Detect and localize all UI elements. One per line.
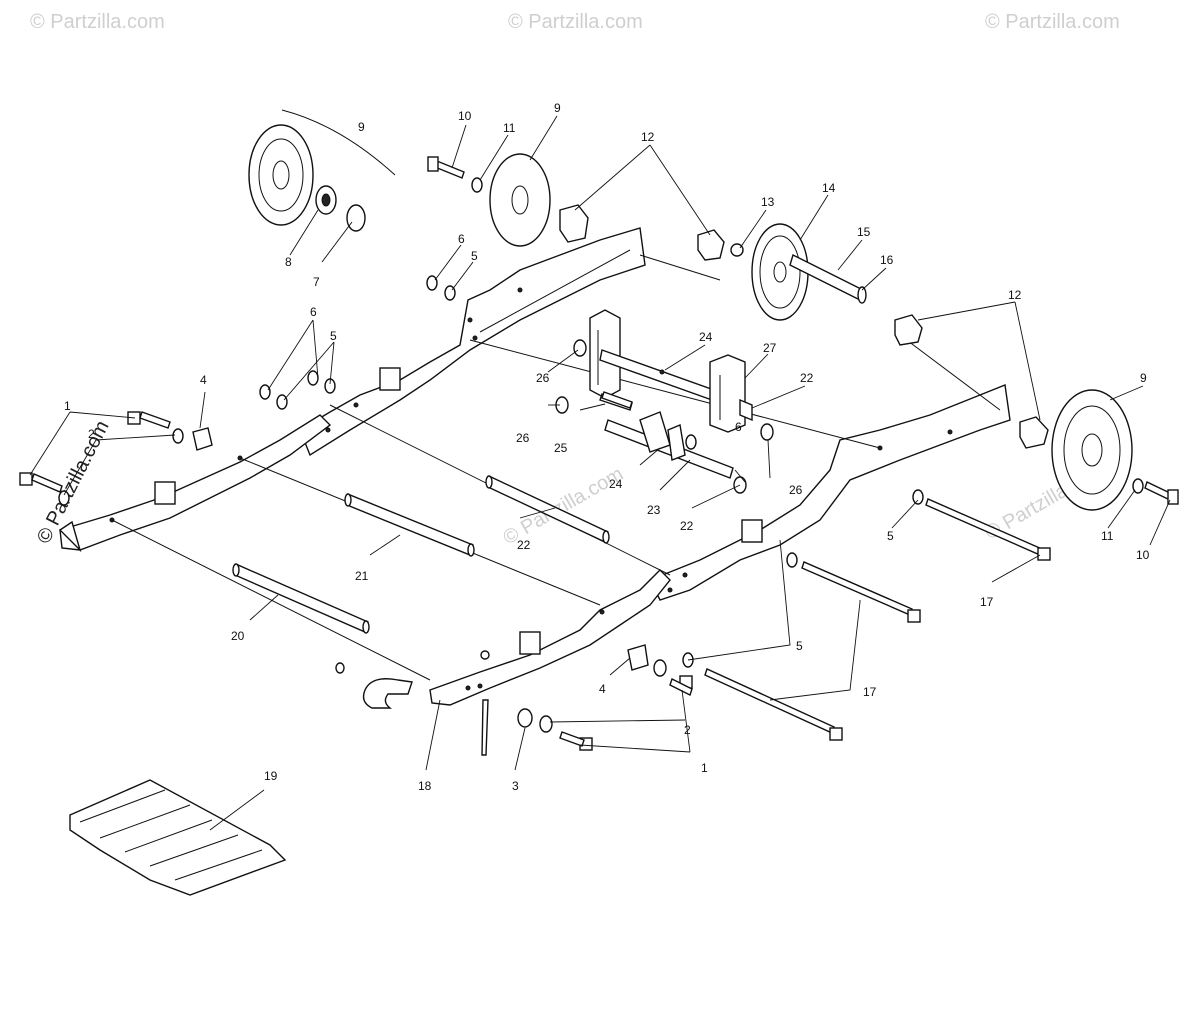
callout-3: 3 <box>512 779 519 793</box>
rail-tip-18 <box>362 650 490 756</box>
idler-wheel-top-left <box>248 109 396 232</box>
watermark-top-center: © Partzilla.com <box>508 11 643 33</box>
callout-24: 24 <box>699 330 713 344</box>
callout-20: 20 <box>231 629 245 643</box>
callout-9: 9 <box>554 101 561 115</box>
callout-22: 22 <box>680 519 694 533</box>
leader-lines <box>29 115 1171 831</box>
shaft-21 <box>344 493 475 557</box>
callout-11: 11 <box>1101 529 1114 543</box>
callout-26: 26 <box>789 483 803 497</box>
bushing-12 <box>559 204 1049 449</box>
callout-2: 2 <box>88 427 95 441</box>
callout-22: 22 <box>800 371 814 385</box>
rail-clip <box>379 367 401 391</box>
callout-5: 5 <box>887 529 894 543</box>
callout-14: 14 <box>822 181 836 195</box>
callout-1: 1 <box>64 399 71 413</box>
rear-rail-upper <box>299 227 646 457</box>
callout-17: 17 <box>863 685 877 699</box>
rail-clip <box>519 631 541 655</box>
callout-4: 4 <box>200 373 207 387</box>
shaft-22 <box>485 475 610 544</box>
callout-18: 18 <box>418 779 432 793</box>
rear-axle <box>751 223 867 321</box>
callout-10: 10 <box>1136 548 1150 562</box>
callout-16: 16 <box>880 253 894 267</box>
idler-wheel-right <box>1051 389 1179 511</box>
callout-19: 19 <box>264 769 278 783</box>
callout-6: 6 <box>310 305 317 319</box>
callout-labels: 1 1 2 2 3 4 4 5 5 5 5 6 6 6 7 8 9 9 9 10… <box>64 101 1150 793</box>
track-19 <box>69 779 287 896</box>
watermark-top-right: © Partzilla.com <box>985 11 1120 33</box>
callout-8: 8 <box>285 255 292 269</box>
callout-12: 12 <box>1008 288 1022 302</box>
idler-wheel-top-center <box>427 153 551 247</box>
callout-5: 5 <box>471 249 478 263</box>
callout-21: 21 <box>355 569 369 583</box>
callout-22: 22 <box>517 538 531 552</box>
callout-9: 9 <box>1140 371 1147 385</box>
front-hardware <box>19 275 924 751</box>
callout-4: 4 <box>599 682 606 696</box>
callout-12: 12 <box>641 130 655 144</box>
callout-1: 1 <box>701 761 708 775</box>
front-slide-rail-right <box>429 569 671 706</box>
callout-17: 17 <box>980 595 994 609</box>
callout-7: 7 <box>313 275 320 289</box>
callout-6: 6 <box>458 232 465 246</box>
watermark-top-left: © Partzilla.com <box>30 11 165 33</box>
callout-13: 13 <box>761 195 775 209</box>
callout-23: 23 <box>647 503 661 517</box>
callout-26: 26 <box>536 371 550 385</box>
callout-27: 27 <box>763 341 777 355</box>
callout-11: 11 <box>503 121 516 135</box>
rear-arm-assembly <box>589 309 753 433</box>
rail-clip <box>154 481 176 505</box>
rail-clip <box>741 519 763 543</box>
callout-26: 26 <box>516 431 530 445</box>
front-slide-rail-left <box>58 414 332 553</box>
callout-5: 5 <box>330 329 337 343</box>
callout-9: 9 <box>358 120 365 134</box>
shaft-20 <box>232 563 370 634</box>
callout-6: 6 <box>735 420 742 434</box>
callout-15: 15 <box>857 225 871 239</box>
long-bolts-17 <box>704 498 1051 741</box>
rear-rail-right <box>649 384 1011 601</box>
callout-10: 10 <box>458 109 472 123</box>
callout-25: 25 <box>554 441 568 455</box>
callout-2: 2 <box>684 723 691 737</box>
callout-24: 24 <box>609 477 623 491</box>
callout-5: 5 <box>796 639 803 653</box>
